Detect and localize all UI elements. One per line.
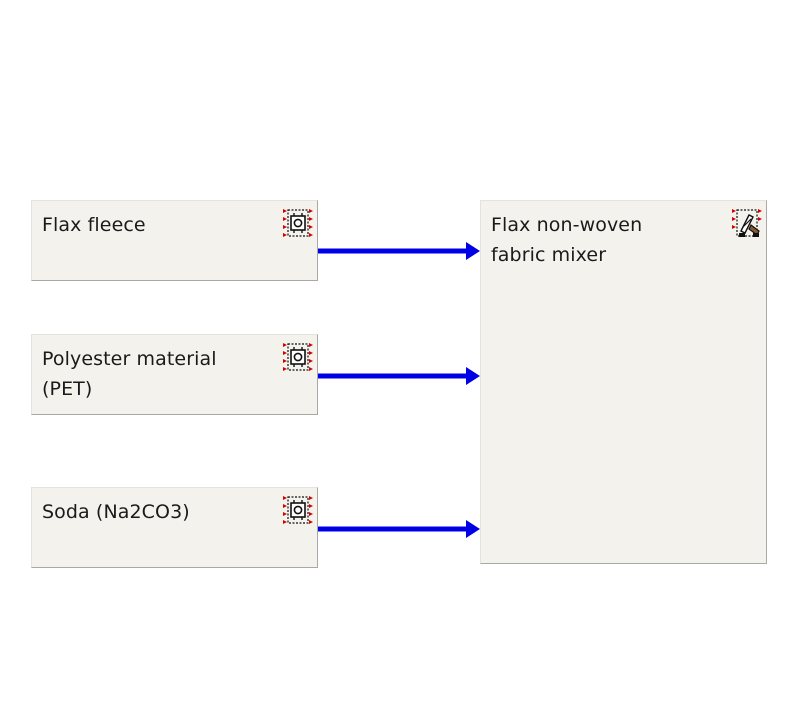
process-icon bbox=[283, 209, 313, 237]
node-flax-non-woven-fabric-mixer[interactable]: Flax non-woven fabric mixer bbox=[480, 200, 767, 564]
node-soda[interactable]: Soda (Na2CO3) bbox=[31, 487, 318, 568]
node-label: Soda (Na2CO3) bbox=[42, 501, 190, 523]
process-icon bbox=[283, 496, 313, 524]
node-label: Polyester material (PET) bbox=[42, 348, 217, 400]
arrowhead-flax bbox=[466, 242, 480, 260]
mixer-icon bbox=[732, 209, 762, 237]
arrowhead-soda bbox=[466, 520, 480, 538]
node-label: Flax fleece bbox=[42, 214, 146, 236]
node-label: Flax non-woven fabric mixer bbox=[491, 214, 643, 266]
process-icon bbox=[283, 343, 313, 371]
arrowhead-pet bbox=[466, 367, 480, 385]
node-flax-fleece[interactable]: Flax fleece bbox=[31, 200, 318, 281]
node-polyester-material[interactable]: Polyester material (PET) bbox=[31, 334, 318, 415]
